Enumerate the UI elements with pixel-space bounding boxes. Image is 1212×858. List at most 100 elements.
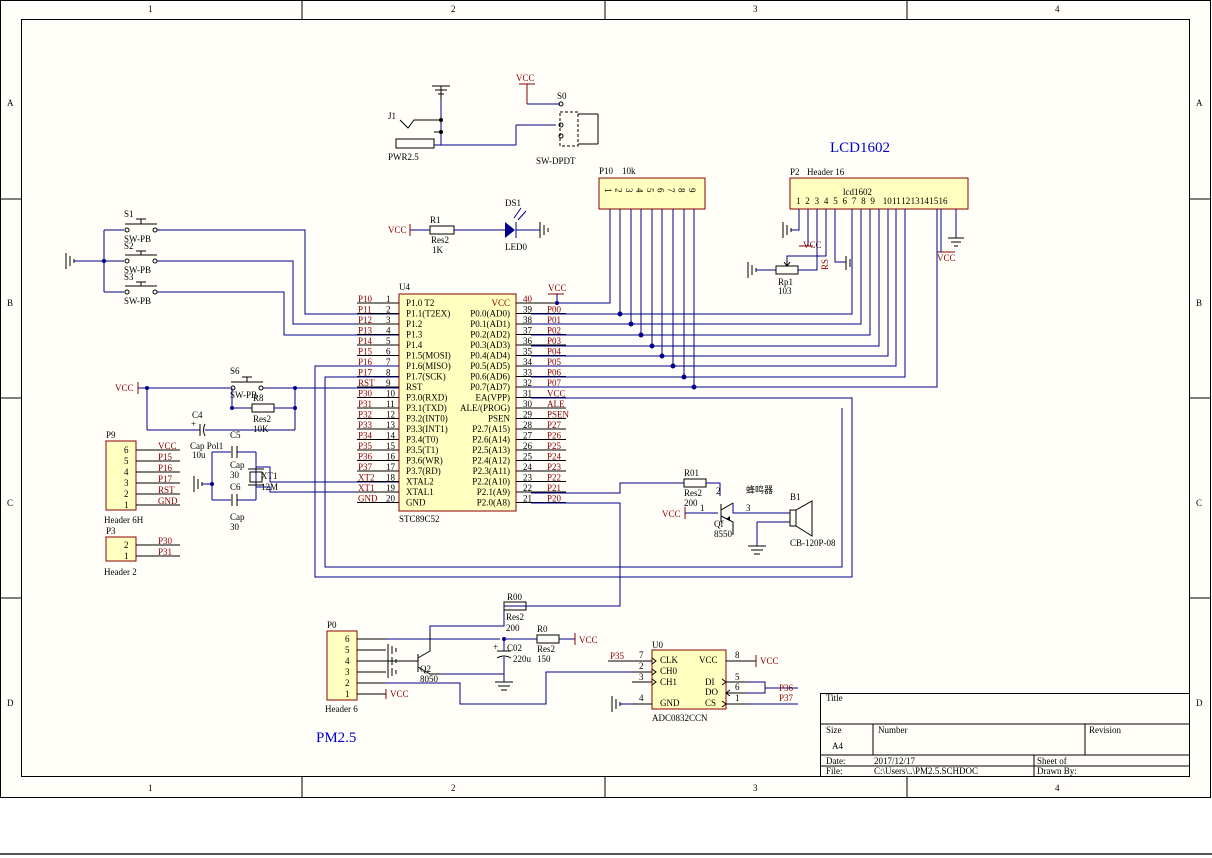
r8-ref: R8 xyxy=(253,393,264,403)
c5-type: Cap xyxy=(230,460,245,470)
crystal-circuit: C5 Cap 30 C6 Cap 30 XT1 12M xyxy=(193,430,399,532)
led-section: VCC R1 Res2 1K DS1 LED0 xyxy=(388,198,549,255)
svg-text:6: 6 xyxy=(124,445,129,455)
u4-right-pin-num: 21 xyxy=(523,494,532,504)
s6-ref: S6 xyxy=(230,366,240,376)
s0-ref: S0 xyxy=(557,91,567,101)
u4-left-pin-name: P1.7(SCK) xyxy=(406,372,446,382)
c02-ref: C02 xyxy=(507,643,522,653)
u4-left-pin-name: P1.4 xyxy=(406,340,423,350)
u0-body xyxy=(651,649,727,710)
u4-left-net: GND xyxy=(358,494,378,504)
u4-left-net: P11 xyxy=(358,305,372,315)
p2-pin-num: 7 xyxy=(852,196,857,206)
q2-value: 8050 xyxy=(420,674,439,684)
u0-ref: U0 xyxy=(652,640,663,650)
zone-row-d-right: D xyxy=(1196,698,1203,708)
u4-left-net: P35 xyxy=(358,441,373,451)
u4-right-pin-num: 23 xyxy=(523,473,533,483)
svg-text:3: 3 xyxy=(124,478,129,488)
lcd-title: LCD1602 xyxy=(830,140,890,156)
svg-text:2: 2 xyxy=(716,486,721,496)
u4-right-pin-name: P0.4(AD4) xyxy=(470,351,510,361)
size-label: Size xyxy=(826,725,842,735)
ds1-value: LED0 xyxy=(505,242,527,252)
u4-left-pin-name: P1.5(MOSI) xyxy=(406,351,451,361)
p2-pin-num: 9 xyxy=(870,196,875,206)
u4-left-pin-name: P3.2(INT0) xyxy=(406,414,448,424)
u4-left-pin-num: 6 xyxy=(386,347,391,357)
qf-value: 8550 xyxy=(714,529,733,539)
b1-label: 蜂鸣器 xyxy=(746,484,773,495)
p10-ref: P10 xyxy=(599,166,614,176)
size-value: A4 xyxy=(832,741,843,751)
number-label: Number xyxy=(878,725,908,735)
u4-right-net: P27 xyxy=(547,420,562,430)
svg-text:VCC: VCC xyxy=(699,655,718,665)
u4-right-pin-name: VCC xyxy=(491,298,510,308)
u4-left-net: P30 xyxy=(358,389,373,399)
u4-right-pin-num: 35 xyxy=(523,347,533,357)
u4-left-pin-num: 20 xyxy=(386,494,396,504)
pm-title: PM2.5 xyxy=(316,730,356,746)
svg-text:6: 6 xyxy=(735,682,740,692)
r00-value: 200 xyxy=(506,623,520,633)
p10-pin-num: 3 xyxy=(624,188,634,193)
u4-left-pin-num: 10 xyxy=(386,389,396,399)
u0-value: ADC0832CCN xyxy=(652,713,708,723)
u4-right-net: P04 xyxy=(547,347,562,357)
svg-text:1: 1 xyxy=(345,689,350,699)
u4-left-pin-num: 19 xyxy=(386,483,396,493)
header-p9: P9 6 5 4 3 2 1 VCC P15 P16 P17 RST GND H… xyxy=(104,430,180,525)
p2-pin-num: 16 xyxy=(939,196,949,206)
file-value: C:\Users\..\PM2.5.SCHDOC xyxy=(874,766,978,776)
key-buttons: S1 SW-PB S2 SW-PB S3 SW-PB xyxy=(65,209,399,336)
svg-text:5: 5 xyxy=(124,456,129,466)
svg-text:4: 4 xyxy=(124,467,129,477)
svg-text:1: 1 xyxy=(700,503,705,513)
u4-right-net: P06 xyxy=(547,368,562,378)
p2-pin-num: 1 xyxy=(796,196,801,206)
u4-right-pin-num: 31 xyxy=(523,389,532,399)
s1-value: SW-PB xyxy=(124,234,151,244)
svg-text:P16: P16 xyxy=(158,463,173,473)
p2-pin-num: 14 xyxy=(920,196,930,206)
svg-text:3: 3 xyxy=(746,503,751,513)
svg-text:+: + xyxy=(191,419,196,429)
u4-right-pin-name: P0.7(AD7) xyxy=(470,382,510,392)
qf-ref: Qf xyxy=(714,519,724,529)
u4-left-pin-name: P1.2 xyxy=(406,319,422,329)
svg-text:VCC: VCC xyxy=(158,441,177,451)
p2-value: Header 16 xyxy=(807,167,845,177)
u4-right-pin-num: 30 xyxy=(523,399,533,409)
u4-left-pin-name: XTAL1 xyxy=(406,487,434,497)
u4-right-pin-name: P0.6(AD6) xyxy=(470,372,510,382)
u4-left-net: P14 xyxy=(358,336,373,346)
p2-pin-num: 2 xyxy=(805,196,810,206)
svg-text:P30: P30 xyxy=(158,536,173,546)
c4-value: 10u xyxy=(192,450,206,460)
zone-row-a-left: A xyxy=(7,98,14,108)
u4-right-pin-num: 24 xyxy=(523,462,533,472)
svg-text:3: 3 xyxy=(345,667,350,677)
u4-right-pin-name: P2.4(A12) xyxy=(472,456,510,466)
u4-right-pin-num: 34 xyxy=(523,357,533,367)
p10-pin-num: 6 xyxy=(656,188,666,193)
revision-label: Revision xyxy=(1089,725,1122,735)
u4-right-net: P07 xyxy=(547,378,562,388)
u4-right-pin-name: P2.6(A14) xyxy=(472,435,510,445)
p10-value: 10k xyxy=(622,166,636,176)
r00-type: Res2 xyxy=(506,612,524,622)
zone-ticks xyxy=(0,0,1211,797)
ds1-ref: DS1 xyxy=(505,198,521,208)
p0-ref: P0 xyxy=(327,620,337,630)
u4-right-pin-name: P2.7(A15) xyxy=(472,424,510,434)
u4-right-pin-name: P0.1(AD1) xyxy=(470,319,510,329)
u4-right-pin-name: P0.5(AD5) xyxy=(470,361,510,371)
u4-right-pin-num: 37 xyxy=(523,326,533,336)
zone-col-4-top: 4 xyxy=(1055,4,1060,14)
reset-circuit: VCC C4 + Cap Pol1 10u S6 SW-PB R8 Res2 1… xyxy=(115,366,399,460)
u4-right-pin-num: 29 xyxy=(523,410,533,420)
